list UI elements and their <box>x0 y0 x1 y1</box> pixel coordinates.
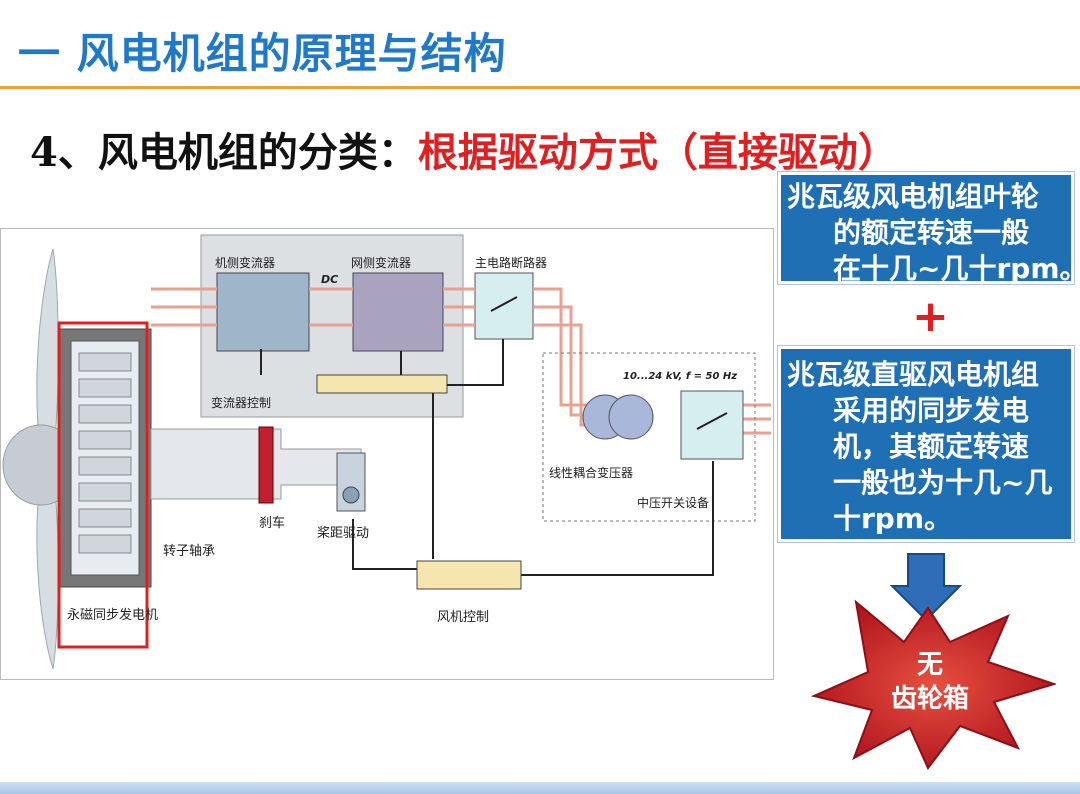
note1-line-3: 在十几~几十rpm。 <box>833 252 1080 285</box>
note-generator-speed: 兆瓦级直驱风电机组 采用的同步发电 机，其额定转速 一般也为十几~几 十rpm。 <box>778 346 1074 542</box>
main-circuit-breaker <box>474 272 534 340</box>
label-turbine-control: 风机控制 <box>437 610 489 625</box>
machine-side-converter <box>216 272 310 352</box>
label-mv-switchgear: 中压开关设备 <box>637 495 709 510</box>
note2-line-2: 采用的同步发电 <box>833 394 1030 427</box>
burst-line-2: 齿轮箱 <box>890 684 969 714</box>
note1-line-1: 兆瓦级风电机组叶轮 <box>787 180 1040 213</box>
diagram-svg: 机侧变流器 网侧变流器 主电路断路器 DC 变流器控制 10...24 kV, … <box>2 234 771 670</box>
label-converter-control: 变流器控制 <box>211 395 271 410</box>
generator-highlight-frame <box>57 321 149 649</box>
label-grid-converter: 网侧变流器 <box>351 255 411 270</box>
brake-disk <box>258 426 274 504</box>
starburst-shape <box>810 599 1056 770</box>
burst-line-1: 无 <box>916 650 943 680</box>
subtitle-highlight: 根据驱动方式（直接驱动） <box>417 129 898 176</box>
mv-switchgear-unit <box>680 390 744 460</box>
turbine-control-block <box>416 560 522 590</box>
label-dc: DC <box>321 273 338 286</box>
note-rotor-speed: 兆瓦级风电机组叶轮 的额定转速一般 在十几~几十rpm。 <box>778 172 1080 285</box>
note2-line-3: 机，其额定转速 <box>833 430 1030 463</box>
main-shaft <box>150 428 362 500</box>
grid-side-converter <box>352 272 444 352</box>
title-divider <box>0 86 1080 89</box>
medium-voltage-enclosure <box>542 352 756 522</box>
slide-title: 一 风电机组的原理与结构 <box>18 29 507 78</box>
down-arrow-icon <box>890 553 962 622</box>
rotor-blade-upper <box>36 248 59 460</box>
converter-control-block <box>316 374 448 394</box>
slide-subtitle: 4、风电机组的分类：根据驱动方式（直接驱动） <box>30 120 898 178</box>
generator-windings <box>78 352 132 554</box>
label-voltage-spec: 10...24 kV, f = 50 Hz <box>623 371 737 382</box>
footer-bar <box>0 782 1080 794</box>
control-lines <box>260 339 714 576</box>
label-machine-converter: 机侧变流器 <box>215 255 275 270</box>
subtitle-prefix: 4、风电机组的分类： <box>30 129 418 176</box>
plus-sign: + <box>912 291 949 342</box>
transformer-coil-right <box>608 394 654 440</box>
note1-line-2: 的额定转速一般 <box>833 216 1030 249</box>
label-rotor-bearing: 转子轴承 <box>163 544 215 559</box>
label-brake: 刹车 <box>259 515 285 531</box>
label-transformer: 线性耦合变压器 <box>549 465 633 480</box>
note2-line-1: 兆瓦级直驱风电机组 <box>787 358 1040 391</box>
no-gearbox-label: 无 齿轮箱 <box>860 648 1000 716</box>
starburst-polygon <box>810 599 1056 770</box>
direct-drive-diagram: 机侧变流器 网侧变流器 主电路断路器 DC 变流器控制 10...24 kV, … <box>0 228 774 680</box>
note2-line-4: 一般也为十几~几 <box>833 466 1053 499</box>
label-pm-generator: 永磁同步发电机 <box>67 607 158 623</box>
label-pitch-drive: 桨距驱动 <box>317 525 369 541</box>
rotor-blade-lower <box>36 468 59 670</box>
note2-line-5: 十rpm。 <box>833 502 953 535</box>
label-main-breaker: 主电路断路器 <box>475 255 547 270</box>
